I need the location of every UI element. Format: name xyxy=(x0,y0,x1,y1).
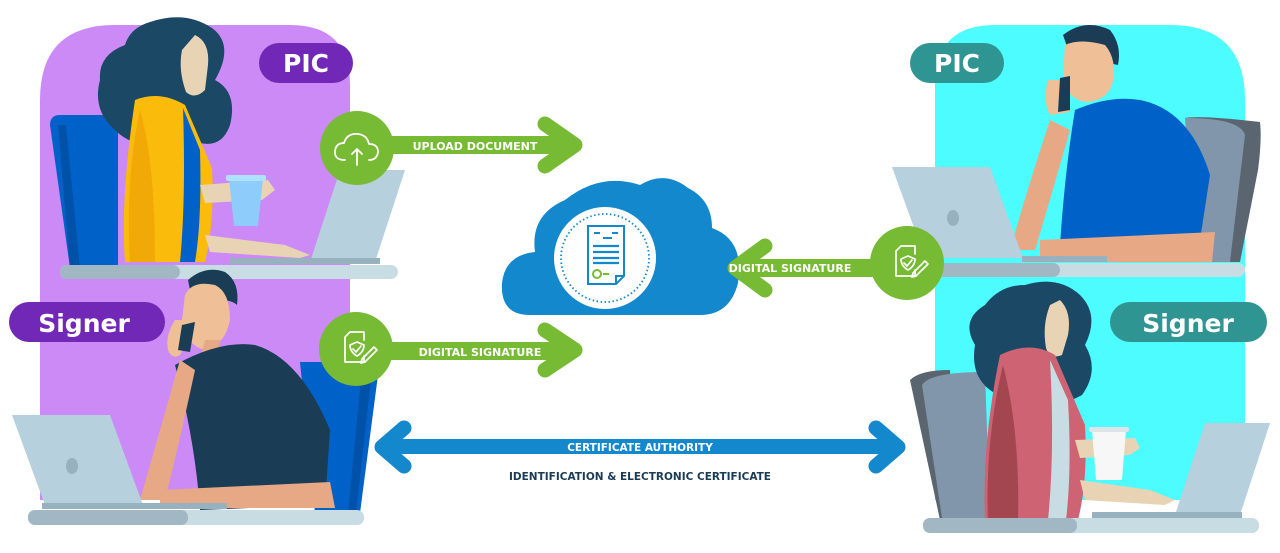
laptop-illustration xyxy=(230,170,405,264)
role-badge-label: Signer xyxy=(1142,309,1234,338)
right-party: PIC Signer xyxy=(892,25,1270,533)
document-sign-icon xyxy=(344,331,378,364)
document-sign-icon xyxy=(895,245,929,278)
certificate-caption: IDENTIFICATION & ELECTRONIC CERTIFICATE xyxy=(509,471,771,483)
person-signer-left xyxy=(140,269,379,513)
role-badge-signer-right: Signer xyxy=(1110,302,1267,342)
role-badge-label: Signer xyxy=(38,309,130,338)
left-party: PIC Signer xyxy=(9,17,405,525)
role-badge-pic-left: PIC xyxy=(259,43,353,83)
flow-upload-document: UPLOAD DOCUMENT xyxy=(320,111,583,185)
person-pic-left xyxy=(97,17,310,262)
cloud-storage xyxy=(501,178,740,315)
cloud-upload-icon xyxy=(334,133,379,166)
flow-digital-signature-right: DIGITAL SIGNATURE xyxy=(727,226,944,300)
person-pic-right xyxy=(1010,25,1261,262)
role-badge-signer-left: Signer xyxy=(9,302,165,342)
certificate-authority-label: CERTIFICATE AUTHORITY xyxy=(567,442,713,454)
flow-label: UPLOAD DOCUMENT xyxy=(413,140,538,153)
person-signer-right xyxy=(910,281,1175,520)
role-badge-pic-right: PIC xyxy=(910,43,1004,83)
flow-label: DIGITAL SIGNATURE xyxy=(419,346,542,359)
role-badge-label: PIC xyxy=(934,49,980,78)
role-badge-label: PIC xyxy=(283,49,329,78)
desk-illustration xyxy=(60,265,398,279)
flow-certificate-authority: CERTIFICATE AUTHORITY IDENTIFICATION & E… xyxy=(374,420,906,483)
flow-label: DIGITAL SIGNATURE xyxy=(729,262,852,275)
flow-digital-signature-left: DIGITAL SIGNATURE xyxy=(319,312,583,386)
document-in-cloud-icon xyxy=(587,225,625,285)
